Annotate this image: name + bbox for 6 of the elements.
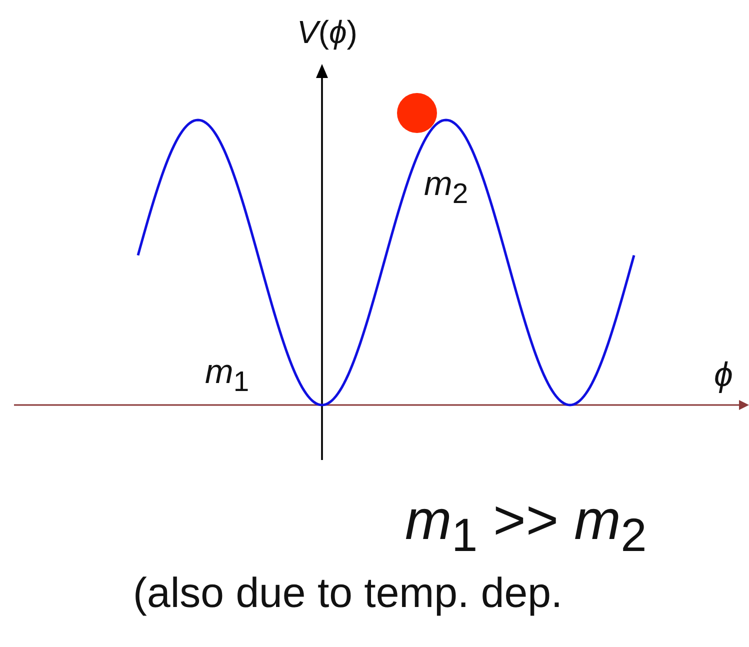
equation: m$_{1}$ >> m$_{2}$	[405, 492, 647, 559]
note: (also due to temp. dep.	[133, 572, 563, 614]
axis-label: ϕ	[714, 358, 733, 392]
mass-label: m$_{1}$	[205, 355, 250, 396]
mass-label: m$_{2}$	[424, 167, 468, 208]
axis-label: V(ϕ)	[297, 16, 358, 48]
